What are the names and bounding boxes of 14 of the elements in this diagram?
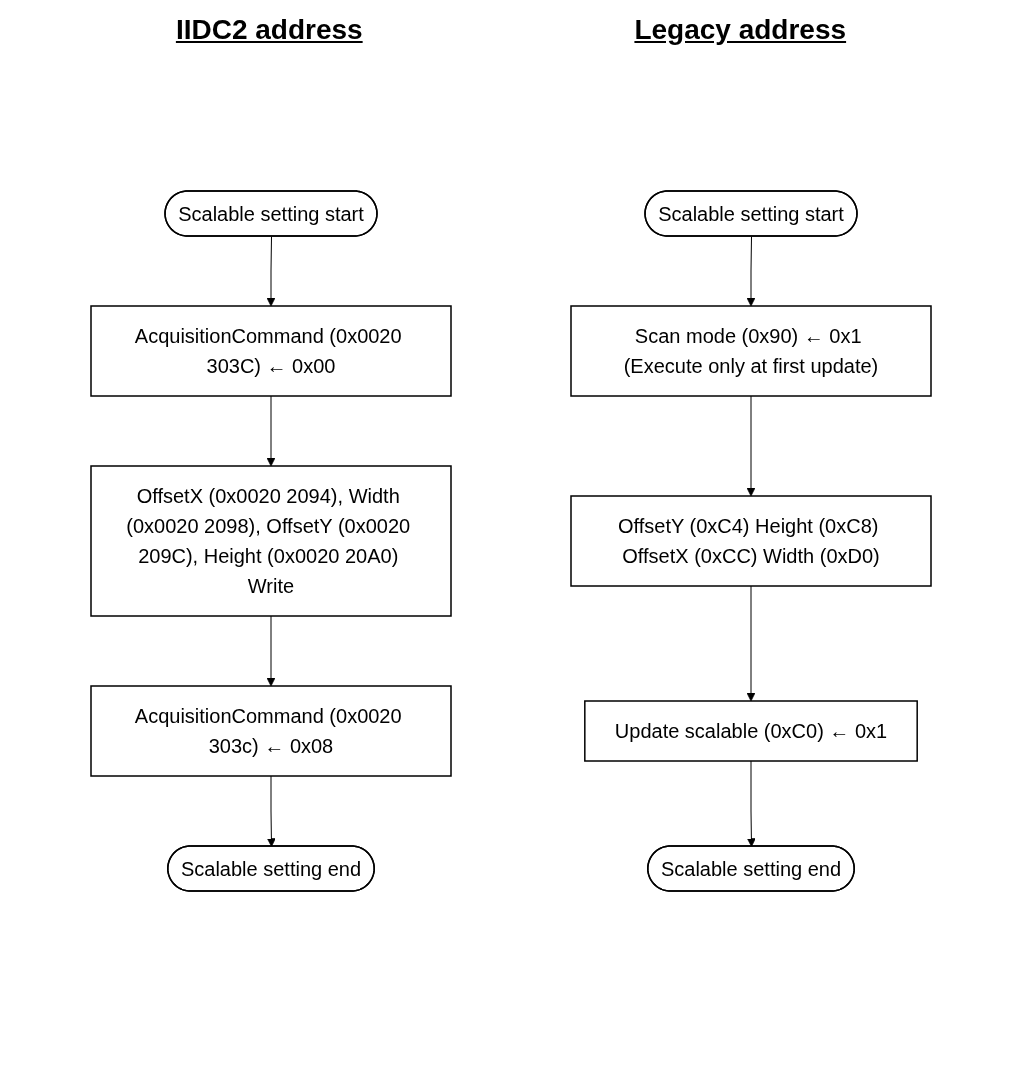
arrow	[746, 585, 756, 702]
node-box: Scan mode (0x90) ← 0x1 (Execute only at first update)	[570, 305, 932, 397]
node-box: OffsetX (0x0020 2094), Width (0x0020 2098), OffsetY (0x0020 209C), Height (0x0020 20A0) Write	[90, 465, 452, 617]
node-box: OffsetY (0xC4) Height (0xC8) OffsetX (0xCC) Width (0xD0)	[570, 495, 932, 587]
arrow	[747, 760, 756, 847]
column-heading: IIDC2 address	[175, 14, 363, 46]
arrow	[266, 615, 276, 687]
node-box: AcquisitionCommand (0x0020 303C) ← 0x00	[90, 305, 452, 397]
arrow	[266, 395, 276, 467]
node-box: AcquisitionCommand (0x0020 303c) ← 0x08	[90, 685, 452, 777]
arrow	[746, 395, 756, 497]
column-heading: Legacy address	[634, 14, 847, 46]
arrow	[267, 775, 276, 847]
node-box: Update scalable (0xC0) ← 0x1	[584, 700, 918, 762]
